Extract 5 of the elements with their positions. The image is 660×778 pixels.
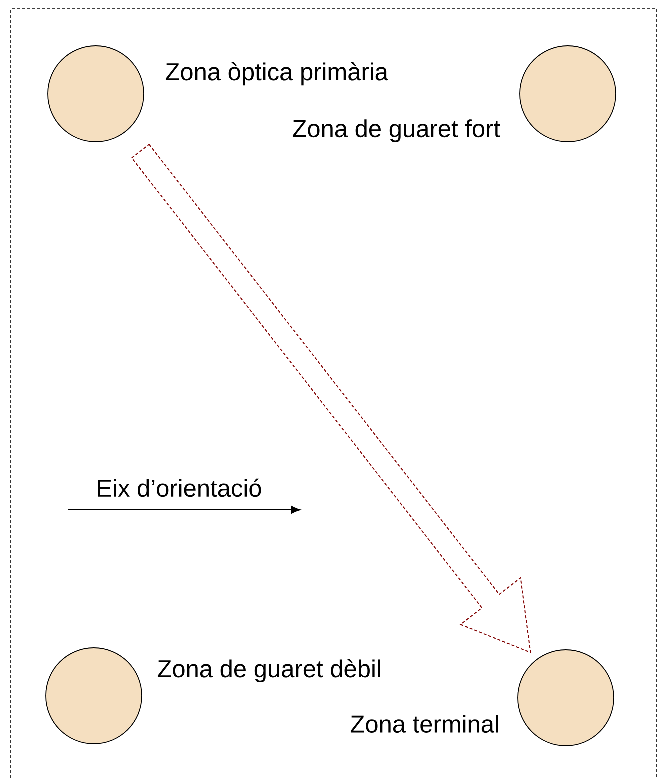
zone-label: Zona terminal — [350, 715, 498, 733]
axis-label: Eix d’orientació — [98, 478, 262, 498]
zone-label: Zona de guaret fort — [292, 120, 500, 142]
zone-label: Zona òptica primària — [166, 62, 388, 86]
zone-label: Zona de guaret dèbil — [158, 659, 380, 683]
